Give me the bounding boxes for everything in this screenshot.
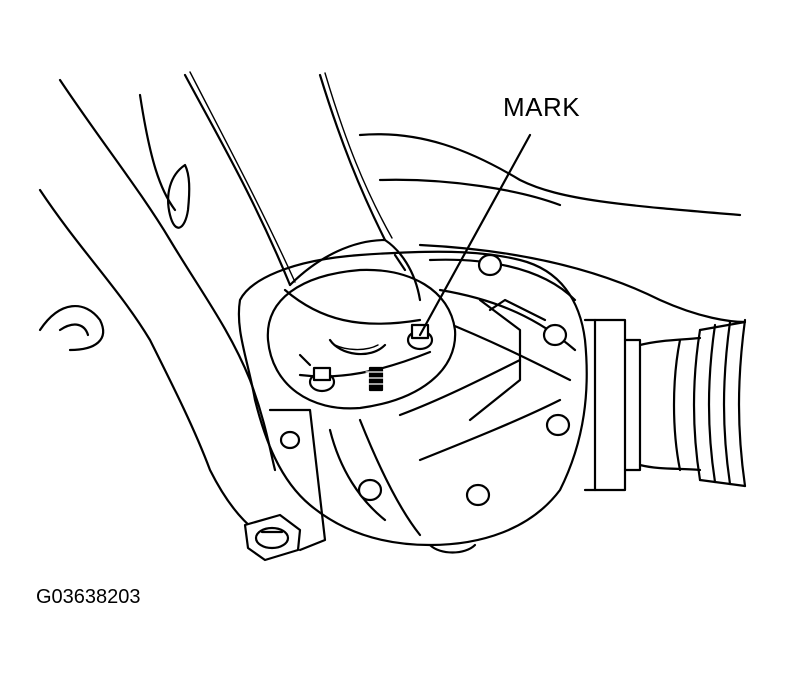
- differential-carrier: [237, 250, 588, 554]
- callout-leader-line: [418, 133, 532, 337]
- axle-boot: [583, 318, 747, 492]
- bracket-bolt: [243, 513, 302, 562]
- match-mark: [365, 366, 387, 392]
- figure-code: G03638203: [36, 586, 141, 608]
- propeller-shaft: [183, 71, 393, 287]
- mark-callout-label: MARK: [503, 92, 581, 122]
- carrier-bolts: [279, 253, 571, 507]
- suspension-arm: [38, 78, 327, 552]
- body-floor-outline: [358, 133, 747, 324]
